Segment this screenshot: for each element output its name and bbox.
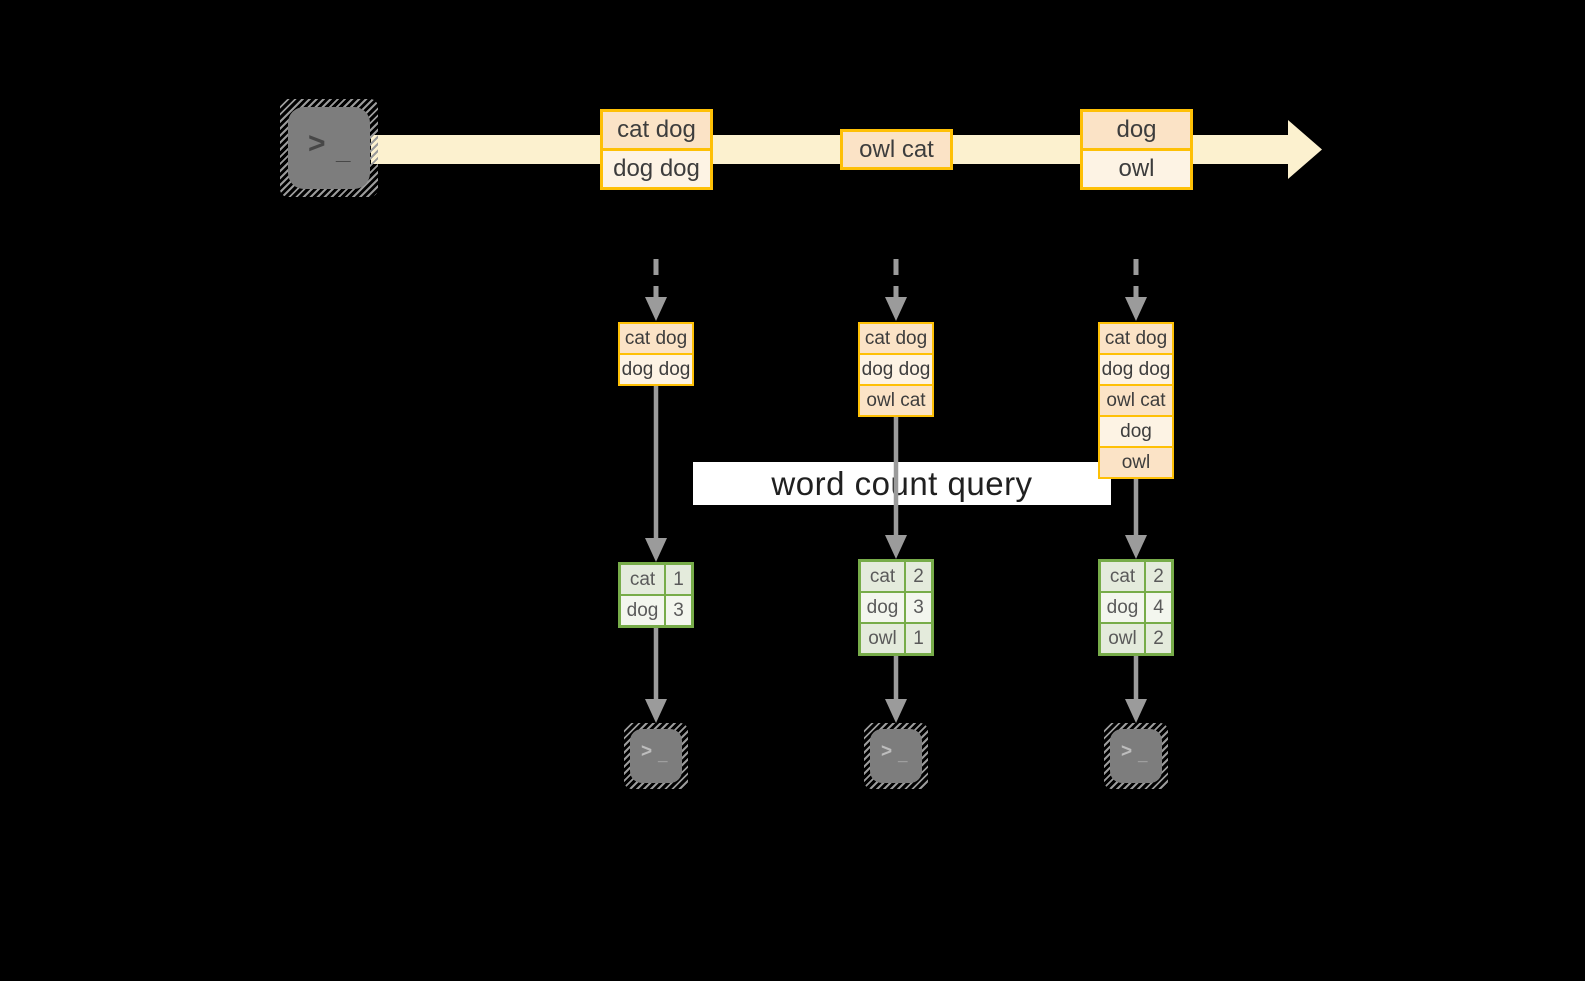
- state-row: dog dog: [1100, 355, 1172, 384]
- input-state-box-1: cat dog dog dog: [618, 322, 694, 386]
- event-cell: dog: [1083, 112, 1190, 148]
- stream-timeline-arrowhead-icon: [1288, 120, 1322, 179]
- prompt-cursor-glyph: _: [898, 745, 908, 764]
- word-cell: owl: [1101, 624, 1144, 653]
- count-cell: 4: [1146, 593, 1171, 622]
- terminal-screen: > _: [870, 729, 922, 783]
- result-table-3: cat 2 dog 4 owl 2: [1098, 559, 1174, 656]
- event-batch-3: dog owl: [1080, 109, 1193, 190]
- state-row: owl cat: [1100, 386, 1172, 415]
- count-cell: 2: [906, 562, 931, 591]
- prompt-chevron-glyph: >: [1121, 741, 1133, 762]
- count-cell: 3: [906, 593, 931, 622]
- prompt-cursor-glyph: _: [1138, 745, 1148, 764]
- prompt-chevron-glyph: >: [308, 127, 326, 160]
- event-cell: owl cat: [843, 132, 950, 167]
- input-state-box-2: cat dog dog dog owl cat: [858, 322, 934, 417]
- query-arrow-1: [645, 386, 667, 562]
- prompt-cursor-glyph: _: [336, 135, 351, 165]
- result-table-1: cat 1 dog 3: [618, 562, 694, 628]
- word-cell: cat: [1101, 562, 1144, 591]
- count-cell: 2: [1146, 562, 1171, 591]
- count-cell: 1: [666, 565, 691, 594]
- output-arrow-3: [1125, 656, 1147, 723]
- ingest-arrow-3: [1125, 259, 1147, 321]
- query-arrow-2: [885, 417, 907, 559]
- word-cell: cat: [861, 562, 904, 591]
- count-cell: 2: [1146, 624, 1171, 653]
- word-cell: cat: [621, 565, 664, 594]
- output-arrow-2: [885, 656, 907, 723]
- prompt-chevron-glyph: >: [881, 741, 893, 762]
- word-cell: dog: [861, 593, 904, 622]
- source-terminal-icon: > _: [280, 99, 378, 197]
- word-cell: owl: [861, 624, 904, 653]
- state-row: cat dog: [1100, 324, 1172, 353]
- word-cell: dog: [1101, 593, 1144, 622]
- input-state-box-3: cat dog dog dog owl cat dog owl: [1098, 322, 1174, 479]
- query-arrow-3: [1125, 479, 1147, 559]
- query-label: word count query: [771, 464, 1033, 502]
- prompt-cursor-glyph: _: [658, 745, 668, 764]
- result-table-2: cat 2 dog 3 owl 1: [858, 559, 934, 656]
- sink-terminal-icon-1: > _: [624, 723, 688, 789]
- state-row: dog dog: [860, 355, 932, 384]
- terminal-screen: > _: [1110, 729, 1162, 783]
- prompt-chevron-glyph: >: [641, 741, 653, 762]
- ingest-arrow-1: [645, 259, 667, 321]
- event-cell: cat dog: [603, 112, 710, 148]
- count-cell: 1: [906, 624, 931, 653]
- count-cell: 3: [666, 596, 691, 625]
- state-row: dog dog: [620, 355, 692, 384]
- output-arrow-1: [645, 628, 667, 723]
- state-row: owl cat: [860, 386, 932, 415]
- event-cell: owl: [1083, 151, 1190, 187]
- event-batch-1: cat dog dog dog: [600, 109, 713, 190]
- ingest-arrow-2: [885, 259, 907, 321]
- terminal-screen: > _: [630, 729, 682, 783]
- state-row: dog: [1100, 417, 1172, 446]
- event-cell: dog dog: [603, 151, 710, 187]
- terminal-screen: > _: [288, 107, 370, 189]
- sink-terminal-icon-3: > _: [1104, 723, 1168, 789]
- state-row: cat dog: [620, 324, 692, 353]
- event-batch-2: owl cat: [840, 129, 953, 170]
- state-row: owl: [1100, 448, 1172, 477]
- word-cell: dog: [621, 596, 664, 625]
- query-label-band: word count query: [693, 462, 1111, 505]
- sink-terminal-icon-2: > _: [864, 723, 928, 789]
- state-row: cat dog: [860, 324, 932, 353]
